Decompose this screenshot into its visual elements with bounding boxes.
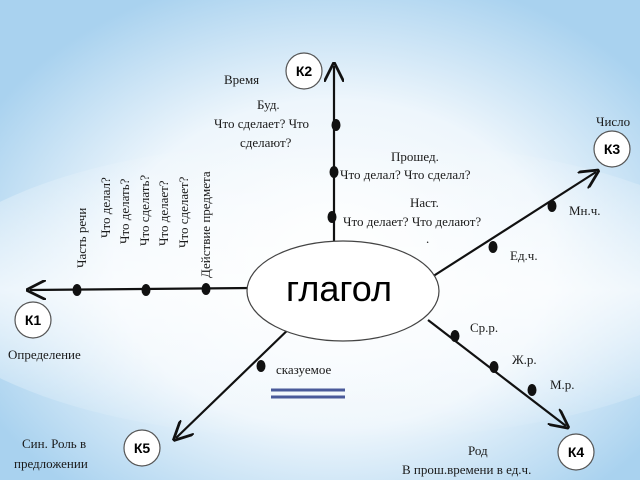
label-plural: Мн.ч. [569,203,601,218]
label-singular: Ед.ч. [510,248,538,263]
dot-plural [547,200,557,212]
dot-left-2 [141,284,151,296]
label-past-2: Что делал? Что сделал? [340,167,471,182]
label-time: Время [224,72,260,87]
node-k5: К5 [133,440,151,456]
node-k3: К3 [603,141,621,157]
vlabel-action: Действие предмета [198,171,213,278]
vlabel-what-does: Что делает? [156,180,171,246]
label-number: Число [596,114,631,129]
dot-masculine [527,384,537,396]
label-present-1: Наст. [410,195,439,210]
label-future-2: Что сделает? Что [214,116,310,131]
node-k2: К2 [295,63,313,79]
dot-left-3 [72,284,82,296]
label-present-2: Что делает? Что делают? [343,214,482,229]
branch-bottom-left [176,321,297,438]
label-future-1: Буд. [257,97,280,112]
vlabel-what-did: Что делал? [98,177,113,238]
vlabel-what-to-do: Что делать? [117,178,132,244]
dot-left-1 [201,283,211,295]
branch-left [30,288,253,290]
dot-neuter [450,330,460,342]
node-k1: К1 [24,312,42,328]
dot-predicate [256,360,266,372]
vlabel-what-to-do-perf: Что сделать? [137,174,152,246]
dot-future [331,119,341,131]
node-k4: К4 [567,444,585,460]
label-definition: Определение [8,347,81,362]
node-k5-circle [123,429,161,467]
label-gender-2: В прош.времени в ед.ч. [402,462,532,477]
label-future-3: сделают? [240,135,292,150]
dot-singular [488,241,498,253]
dot-present [327,211,337,223]
label-syntax-1: Син. Роль в [22,436,87,451]
label-gender-1: Род [468,443,488,458]
center-node [246,240,440,342]
center-label: глагол [286,268,392,309]
label-predicate: сказуемое [276,362,332,377]
label-masculine: М.р. [550,377,575,392]
vlabel-what-will-do: Что сделает? [176,176,191,248]
node-k4-circle [557,433,595,471]
label-past-1: Прошед. [391,149,439,164]
node-k2-circle [285,52,323,90]
vlabel-part-of-speech: Часть речи [74,207,89,268]
branch-right [423,172,596,283]
label-present-dot: . [426,231,430,246]
node-k3-circle [593,130,631,168]
label-feminine: Ж.р. [512,352,537,367]
dot-past [329,166,339,178]
label-neuter: Ср.р. [470,320,499,335]
label-syntax-2: предложении [14,456,88,471]
node-k1-circle [14,301,52,339]
dot-feminine [489,361,499,373]
